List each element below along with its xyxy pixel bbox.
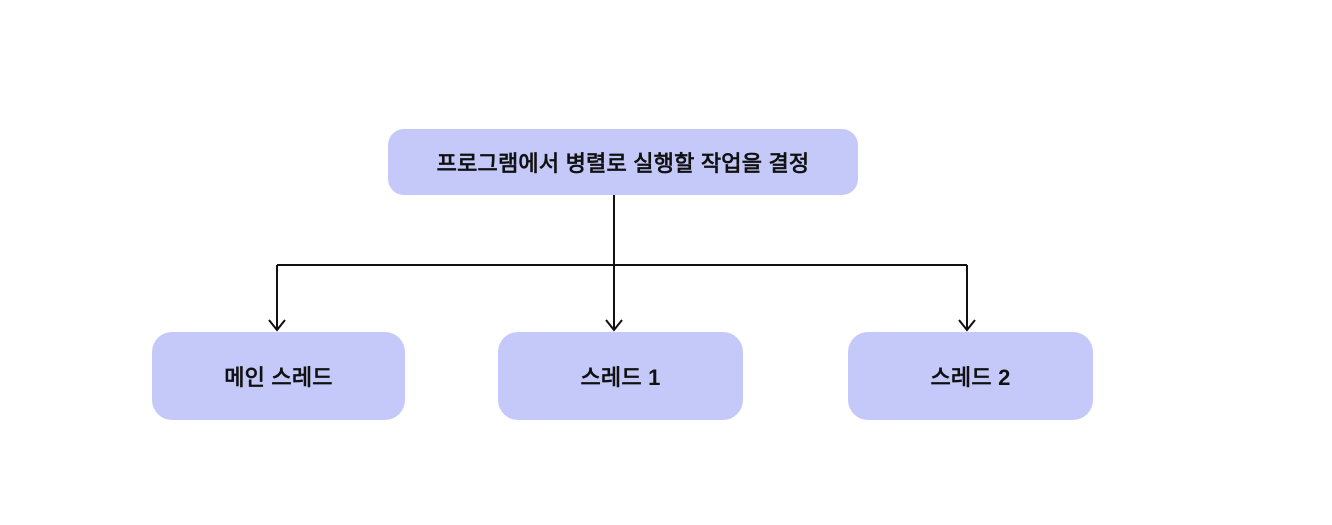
node-main-thread: 메인 스레드 [152,332,405,420]
arrowhead-thread-2 [958,319,976,332]
node-root: 프로그램에서 병렬로 실행할 작업을 결정 [388,129,858,195]
node-thread-1: 스레드 1 [498,332,743,420]
node-thread-1-label: 스레드 1 [580,365,661,390]
node-main-thread-label: 메인 스레드 [224,365,333,390]
node-thread-2: 스레드 2 [848,332,1093,420]
node-thread-2-label: 스레드 2 [930,365,1011,390]
arrowhead-thread-1 [605,319,623,332]
node-root-label: 프로그램에서 병렬로 실행할 작업을 결정 [436,151,810,176]
arrowhead-main-thread [268,319,286,332]
